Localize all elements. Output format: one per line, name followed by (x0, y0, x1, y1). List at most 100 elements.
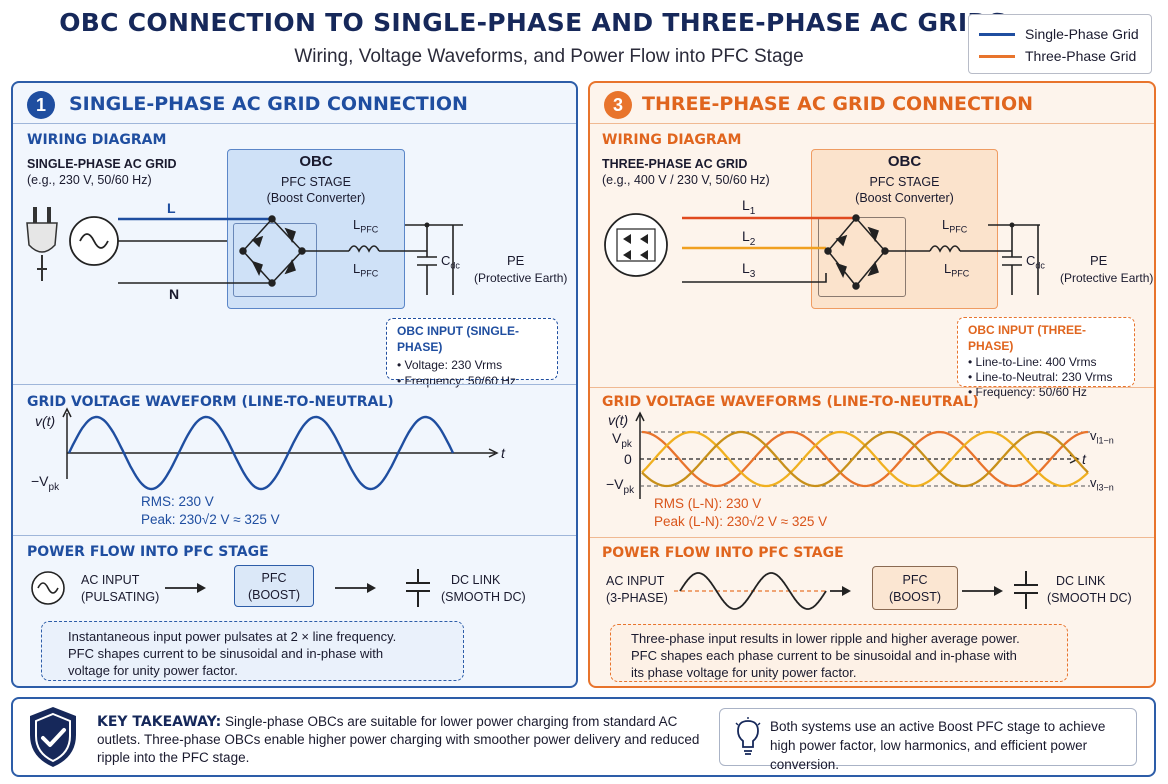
single-obc-title: OBC (299, 153, 333, 170)
single-panel-title: SINGLE-PHASE AC GRID CONNECTION (69, 93, 468, 115)
three-note-line: Three-phase input results in lower rippl… (631, 631, 1020, 646)
three-ac-input-label: AC INPUT (606, 574, 665, 588)
three-inductor-label-bottom: LPFC (944, 261, 970, 279)
three-input-item: • Frequency: 50/60 Hz (968, 385, 1087, 399)
three-inductor-label-top: LPFC (942, 217, 968, 235)
single-inductor-label-top: LPFC (353, 217, 379, 235)
three-power-title: POWER FLOW INTO PFC STAGE (602, 545, 844, 561)
three-wave-trace-l3 (641, 430, 1089, 488)
three-badge: 3 (604, 91, 632, 119)
single-badge: 1 (27, 91, 55, 119)
single-note-line: PFC shapes current to be sinusoidal and … (68, 646, 384, 661)
three-power-flow (674, 571, 1038, 610)
three-note-line: its phase voltage for unity power factor… (631, 665, 857, 680)
three-pfc-label: PFC STAGE (869, 175, 940, 189)
lightbulb-icon (735, 717, 761, 755)
single-waveform-plot (62, 407, 499, 491)
takeaway-text-block: KEY TAKEAWAY: Single-phase OBCs are suit… (97, 713, 717, 767)
three-wiring-diagram (604, 213, 1040, 295)
single-grid-label: SINGLE-PHASE AC GRID (27, 157, 177, 171)
three-wave-pos-label: Vpk (612, 430, 632, 450)
three-flow-arrow-1 (830, 586, 851, 596)
single-wave-xlabel: t (501, 445, 505, 461)
single-phase-panel: 1 SINGLE-PHASE AC GRID CONNECTION WIRING… (11, 81, 578, 688)
legend-item-single: Single-Phase Grid (979, 26, 1139, 42)
three-ac-input-sub: (3-PHASE) (606, 591, 668, 605)
legend-item-three: Three-Phase Grid (979, 48, 1136, 64)
three-inductor (929, 245, 961, 253)
single-waveform-title: GRID VOLTAGE WAVEFORM (LINE-TO-NEUTRAL) (27, 394, 394, 410)
three-pfc-block: PFC (BOOST) (872, 566, 958, 610)
three-ac-input-wave-icon (679, 572, 827, 610)
three-l2-label: L2 (742, 228, 756, 248)
single-dc-link-sub: (SMOOTH DC) (441, 590, 526, 604)
three-peak-text: Peak (L-N): 230√2 V ≈ 325 V (654, 514, 828, 529)
three-divider-top (590, 123, 1154, 124)
single-wiring-diagram (26, 207, 463, 295)
three-pfc-block-sub: (BOOST) (888, 590, 942, 604)
single-rms-text: RMS: 230 V (141, 494, 214, 509)
single-power-flow (31, 569, 430, 607)
single-flow-arrow-2 (335, 583, 376, 593)
three-pe-sub: (Protective Earth) (1060, 271, 1154, 285)
three-wave-ylabel: v(t) (608, 412, 629, 428)
legend-label-single: Single-Phase Grid (1025, 26, 1139, 42)
shield-check-icon (30, 707, 76, 767)
three-note-box: Three-phase input results in lower rippl… (610, 624, 1068, 682)
three-grid-label: THREE-PHASE AC GRID (602, 157, 748, 171)
single-divider-top (13, 123, 576, 124)
three-line-l3 (682, 273, 827, 283)
single-power-title: POWER FLOW INTO PFC STAGE (27, 544, 269, 560)
three-waveform-plot (635, 411, 1090, 499)
single-wave-neg-label: −Vpk (31, 473, 60, 493)
three-wave-xlabel: t (1082, 451, 1086, 467)
single-wave-trace (67, 415, 455, 491)
three-cap-label: Cdc (1026, 253, 1045, 271)
three-trace-top-label: vl1−n (1090, 428, 1114, 446)
three-bridge-box (818, 217, 906, 297)
single-note-line: voltage for unity power factor. (68, 663, 238, 678)
tip-text: Both systems use an active Boost PFC sta… (770, 719, 1106, 772)
three-note-line: PFC shapes each phase current to be sinu… (631, 648, 1017, 663)
three-obc-box (811, 149, 998, 309)
legend-swatch-three (979, 54, 1015, 58)
three-wave-trace-l1 (641, 430, 1089, 488)
dc-link-capacitor-icon (406, 569, 430, 607)
single-input-title: OBC INPUT (SINGLE-PHASE) (397, 324, 519, 354)
three-input-box: OBC INPUT (THREE-PHASE) • Line-to-Line: … (957, 317, 1135, 399)
three-input-item: • Line-to-Neutral: 230 Vrms (968, 370, 1113, 384)
three-waveform-title: GRID VOLTAGE WAVEFORMS (LINE-TO-NEUTRAL) (602, 394, 979, 410)
legend-swatch-single (979, 32, 1015, 36)
plug-icon (26, 207, 58, 281)
takeaway-label: KEY TAKEAWAY: (97, 714, 222, 730)
three-wiring-title: WIRING DIAGRAM (602, 132, 742, 148)
single-inductor-label-bottom: LPFC (353, 261, 379, 279)
single-dc-capacitor (417, 225, 454, 295)
single-wiring-title: WIRING DIAGRAM (27, 132, 167, 148)
single-dc-link-label: DC LINK (451, 573, 501, 587)
single-pfc-sub: (Boost Converter) (266, 191, 366, 205)
three-obc-title: OBC (887, 153, 922, 170)
single-ac-input-sub: (PULSATING) (81, 590, 160, 604)
legend: Single-Phase Grid Three-Phase Grid (968, 14, 1152, 74)
three-wave-zero-label: 0 (624, 451, 632, 467)
three-pe-label: PE (1090, 253, 1108, 268)
three-bridge-rectifier (824, 214, 889, 290)
single-note-box: Instantaneous input power pulsates at 2 … (41, 621, 464, 681)
legend-label-three: Three-Phase Grid (1025, 48, 1137, 64)
three-input-title: OBC INPUT (THREE-PHASE) (968, 323, 1086, 353)
single-input-item: • Frequency: 50/60 Hz (397, 374, 516, 388)
single-pfc-block-label: PFC (261, 571, 287, 585)
single-input-item: • Voltage: 230 Vrms (397, 358, 503, 372)
three-panel-title: THREE-PHASE AC GRID CONNECTION (642, 93, 1033, 115)
three-dc-link-sub: (SMOOTH DC) (1047, 591, 1132, 605)
key-takeaway-panel: KEY TAKEAWAY: Single-phase OBCs are suit… (11, 697, 1156, 777)
page-subtitle: Wiring, Voltage Waveforms, and Power Flo… (294, 46, 804, 67)
single-pfc-block-sub: (BOOST) (247, 588, 301, 602)
single-divider-wave (13, 384, 576, 385)
three-grid-spec: (e.g., 400 V / 230 V, 50/60 Hz) (602, 173, 770, 187)
three-flow-arrow-2 (962, 586, 1003, 596)
page-title: OBC CONNECTION TO SINGLE-PHASE AND THREE… (59, 8, 1007, 37)
three-dc-link-capacitor-icon (1014, 571, 1038, 609)
three-dc-link-label: DC LINK (1056, 574, 1106, 588)
